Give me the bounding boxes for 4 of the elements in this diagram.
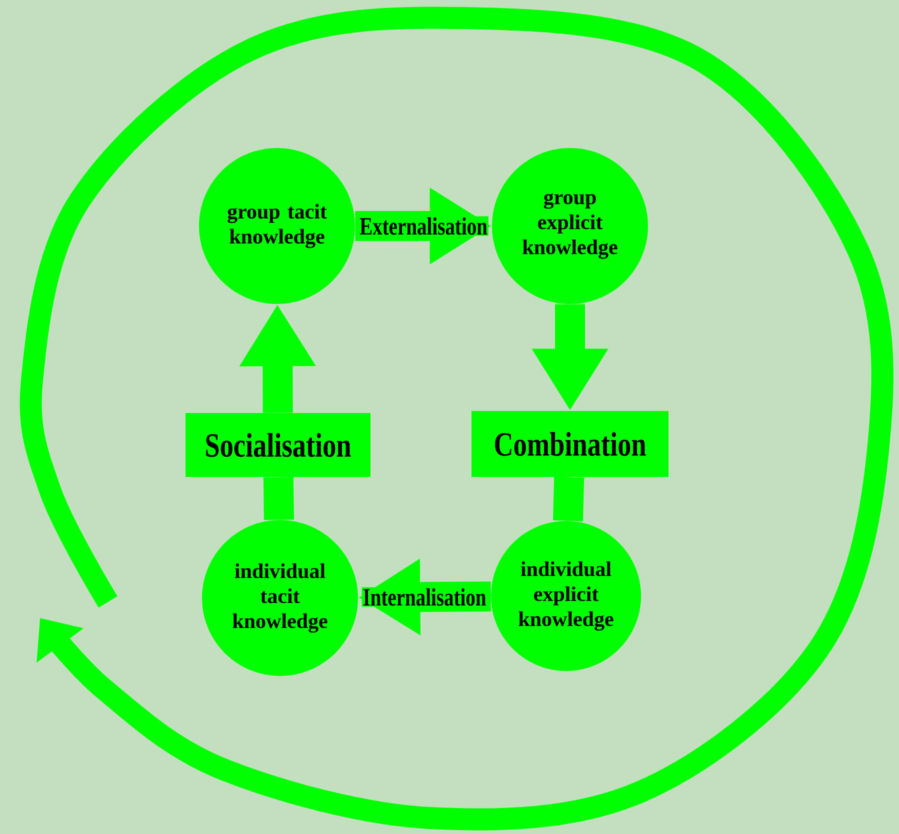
mode-box: Combination	[472, 411, 668, 477]
edge-label: Externalisation	[358, 216, 488, 236]
edge-label: Internalisation	[362, 587, 488, 607]
mode-box: Socialisation	[186, 413, 370, 477]
